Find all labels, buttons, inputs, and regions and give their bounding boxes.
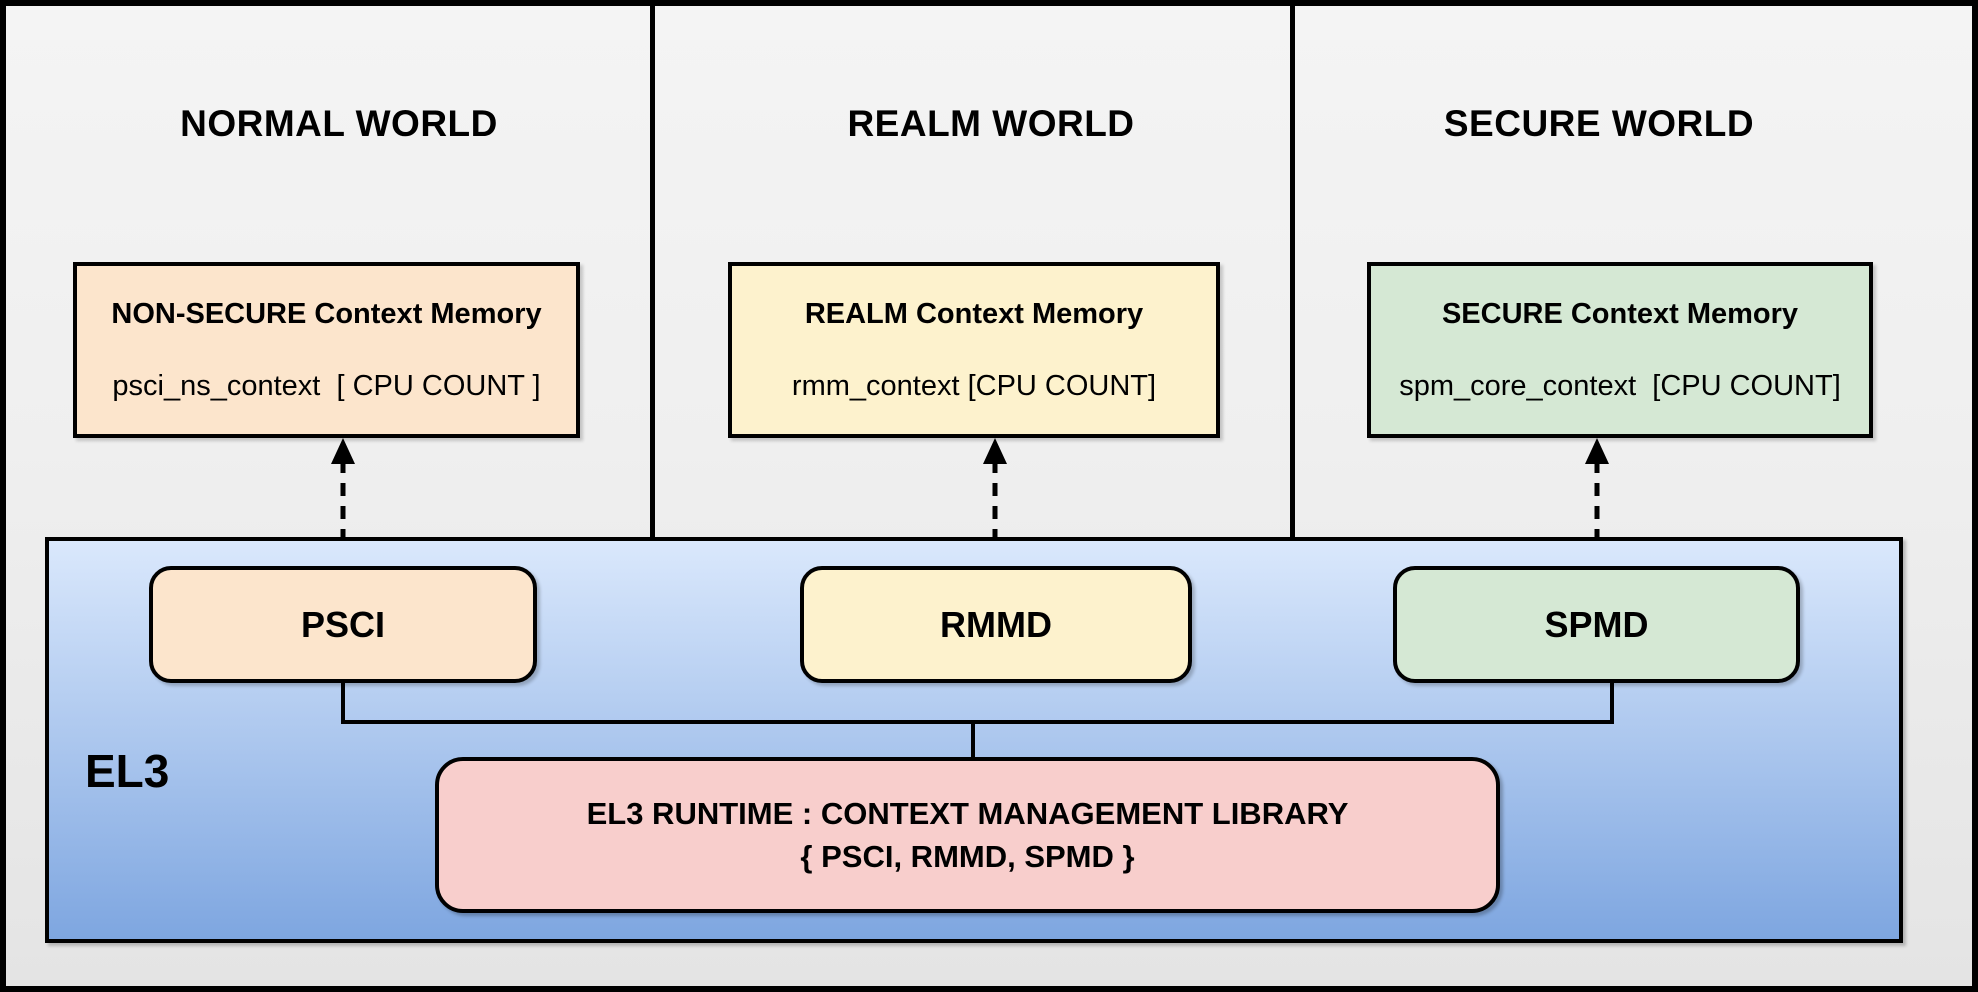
dashed-shaft bbox=[1594, 460, 1600, 544]
world-separator-normal-realm bbox=[650, 0, 655, 541]
arrow-up-icon bbox=[1585, 438, 1609, 464]
nonsecure-context-memory-title: NON-SECURE Context Memory bbox=[111, 298, 542, 330]
connector-bus bbox=[341, 720, 1614, 724]
el3-runtime-title: EL3 RUNTIME : CONTEXT MANAGEMENT LIBRARY bbox=[586, 796, 1349, 831]
dashed-shaft bbox=[992, 460, 998, 544]
world-separator-realm-secure bbox=[1290, 0, 1295, 541]
dashed-shaft bbox=[340, 460, 346, 544]
arrow-up-icon bbox=[983, 438, 1007, 464]
realm-world-title: REALM WORLD bbox=[847, 103, 1135, 144]
secure-context-memory-title: SECURE Context Memory bbox=[1441, 298, 1799, 330]
arrow-up-icon bbox=[331, 438, 355, 464]
normal-world-title: NORMAL WORLD bbox=[180, 103, 498, 144]
realm-context-memory-value: rmm_context [CPU COUNT] bbox=[791, 370, 1157, 402]
rmmd-box: RMMD bbox=[800, 566, 1192, 683]
secure-context-memory-value: spm_core_context [CPU COUNT] bbox=[1399, 370, 1841, 402]
spmd-box: SPMD bbox=[1393, 566, 1800, 683]
psci-bus-connector bbox=[341, 681, 345, 722]
el3-runtime-box: EL3 RUNTIME : CONTEXT MANAGEMENT LIBRARY… bbox=[435, 757, 1500, 913]
realm-context-memory-box: REALM Context Memory rmm_context [CPU CO… bbox=[728, 262, 1220, 438]
nonsecure-context-memory-box: NON-SECURE Context Memory psci_ns_contex… bbox=[73, 262, 580, 438]
realm-context-memory-title: REALM Context Memory bbox=[804, 298, 1144, 330]
spmd-bus-connector bbox=[1610, 681, 1614, 722]
nonsecure-context-memory-value: psci_ns_context [ CPU COUNT ] bbox=[112, 370, 541, 402]
bus-runtime-connector bbox=[971, 722, 975, 759]
el3-runtime-subtitle: { PSCI, RMMD, SPMD } bbox=[800, 839, 1135, 874]
secure-context-memory-box: SECURE Context Memory spm_core_context [… bbox=[1367, 262, 1873, 438]
secure-world-title: SECURE WORLD bbox=[1443, 103, 1755, 144]
el3-label: EL3 bbox=[85, 745, 170, 797]
psci-box: PSCI bbox=[149, 566, 537, 683]
